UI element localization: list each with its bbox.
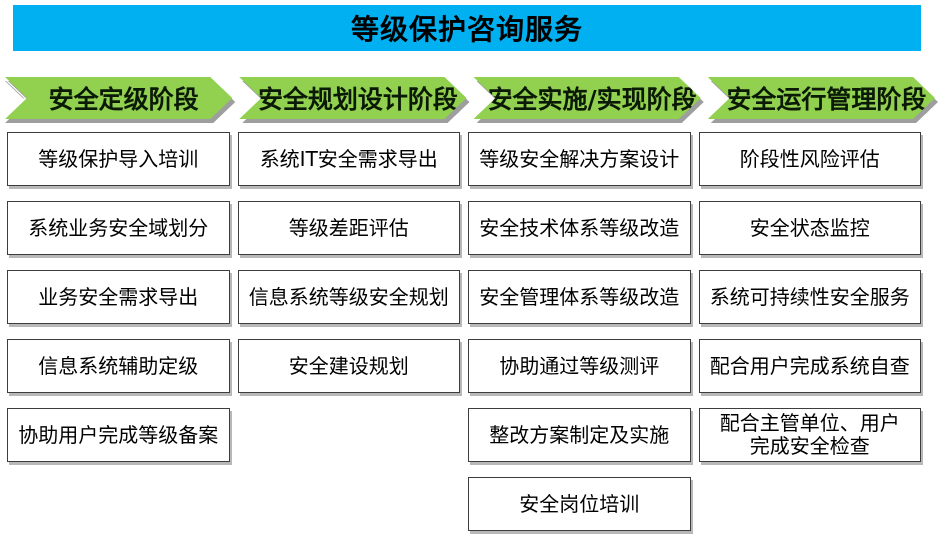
service-label: 配合主管单位、用户 完成安全检查 [719,411,900,458]
service-box: 协助用户完成等级备案 [7,408,230,462]
chevron-arrow-shape: 安全定级阶段 [5,77,232,119]
phase-label: 安全规划设计阶段 [257,85,458,114]
service-box: 安全技术体系等级改造 [468,201,691,255]
service-box: 配合主管单位、用户 完成安全检查 [698,408,921,462]
service-box: 等级保护导入培训 [7,132,230,186]
service-label: 安全岗位培训 [519,491,640,516]
service-box: 整改方案制定及实施 [468,408,691,462]
phase-arrow-2: 安全规划设计阶段 [239,77,466,119]
service-box: 系统可持续性安全服务 [698,270,921,324]
service-label: 协助通过等级测评 [499,353,660,378]
service-label: 配合用户完成系统自查 [709,353,910,378]
page-title: 等级保护咨询服务 [350,13,583,46]
phase-arrow-3: 安全实施/实现阶段 [474,77,701,119]
service-box: 安全建设规划 [237,339,460,393]
service-label: 安全管理体系等级改造 [479,284,680,309]
phase-column-1: 等级保护导入培训 系统业务安全域划分 业务安全需求导出 信息系统辅助定级 协助用… [7,132,230,536]
phase-label: 安全实施/实现阶段 [487,85,697,114]
service-box: 安全管理体系等级改造 [468,270,691,324]
chevron-arrow-shape: 安全规划设计阶段 [239,77,466,119]
title-banner: 等级保护咨询服务 [13,5,921,51]
service-box: 系统业务安全域划分 [7,201,230,255]
service-label: 系统业务安全域划分 [28,215,209,240]
service-label: 等级差距评估 [288,215,409,240]
phase-label: 安全定级阶段 [48,85,199,114]
service-label: 等级安全解决方案设计 [479,146,680,171]
phase-arrow-4: 安全运行管理阶段 [708,77,935,119]
chevron-arrow-shape: 安全实施/实现阶段 [474,77,701,119]
service-box: 配合用户完成系统自查 [698,339,921,393]
service-label: 信息系统等级安全规划 [248,284,449,309]
service-box: 安全状态监控 [698,201,921,255]
phase-column-3: 等级安全解决方案设计 安全技术体系等级改造 安全管理体系等级改造 协助通过等级测… [468,132,691,536]
chevron-arrow-shape: 安全运行管理阶段 [708,77,935,119]
service-box: 等级安全解决方案设计 [468,132,691,186]
service-label: 协助用户完成等级备案 [18,422,219,447]
service-label: 整改方案制定及实施 [489,422,670,447]
service-box: 信息系统等级安全规划 [237,270,460,324]
service-box: 等级差距评估 [237,201,460,255]
service-box: 业务安全需求导出 [7,270,230,324]
service-label: 安全状态监控 [749,215,870,240]
service-label: 业务安全需求导出 [38,284,199,309]
service-label: 等级保护导入培训 [38,146,199,171]
service-grid: 等级保护导入培训 系统业务安全域划分 业务安全需求导出 信息系统辅助定级 协助用… [7,132,921,536]
phase-column-4: 阶段性风险评估 安全状态监控 系统可持续性安全服务 配合用户完成系统自查 配合主… [698,132,921,536]
service-box: 安全岗位培训 [468,477,691,531]
service-box: 阶段性风险评估 [698,132,921,186]
service-label: 安全技术体系等级改造 [479,215,680,240]
service-box: 信息系统辅助定级 [7,339,230,393]
service-box: 系统IT安全需求导出 [237,132,460,186]
phase-label: 安全运行管理阶段 [726,85,927,114]
service-label: 阶段性风险评估 [739,146,880,171]
service-label: 系统可持续性安全服务 [709,284,910,309]
phase-arrow-1: 安全定级阶段 [5,77,232,119]
service-label: 信息系统辅助定级 [38,353,199,378]
service-box: 协助通过等级测评 [468,339,691,393]
service-label: 安全建设规划 [288,353,409,378]
phase-column-2: 系统IT安全需求导出 等级差距评估 信息系统等级安全规划 安全建设规划 [237,132,460,536]
phase-arrow-ribbon: 安全定级阶段 安全规划设计阶段 安全实施/实现阶段 安全运行管理阶段 [5,77,935,119]
service-label: 系统IT安全需求导出 [259,146,438,171]
